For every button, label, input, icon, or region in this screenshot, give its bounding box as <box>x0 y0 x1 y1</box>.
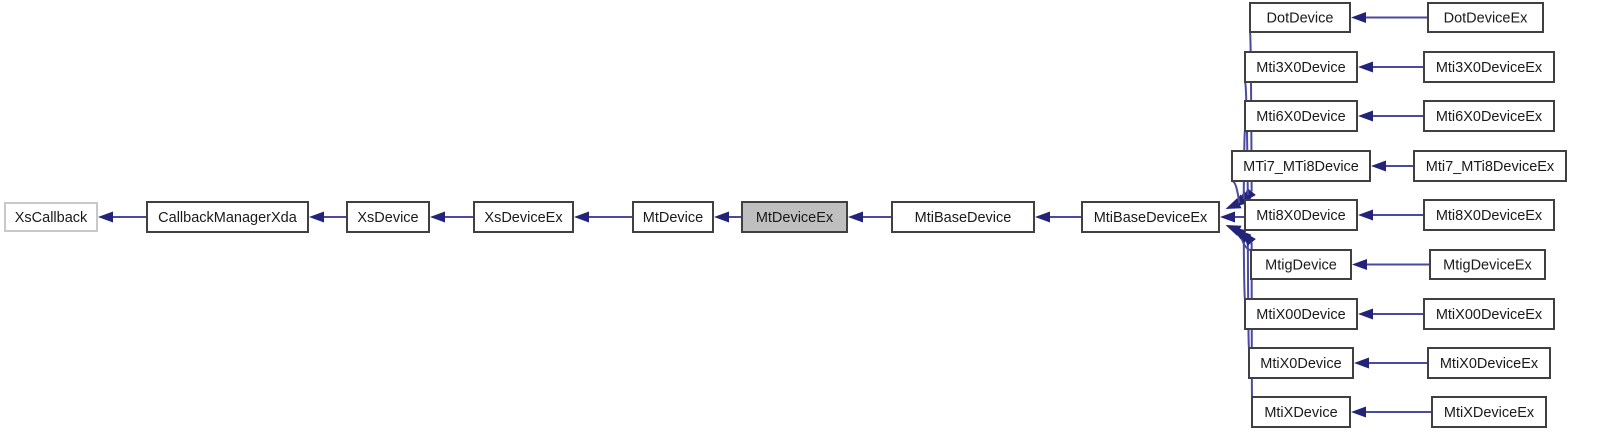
class-node-box[interactable] <box>1248 347 1354 379</box>
inheritance-arrowhead <box>1358 209 1373 221</box>
class-node-mtibasedeviceex[interactable]: MtiBaseDeviceEx <box>1081 201 1220 233</box>
class-node-mti6x0deviceex[interactable]: Mti6X0DeviceEx <box>1423 100 1555 132</box>
class-node-box[interactable] <box>1429 249 1546 280</box>
class-node-box[interactable] <box>1423 100 1555 132</box>
class-node-xscallback[interactable]: XsCallback <box>4 202 98 232</box>
class-node-mti7_mti8deviceex[interactable]: Mti7_MTi8DeviceEx <box>1413 150 1567 182</box>
class-node-box[interactable] <box>1427 2 1544 33</box>
class-node-dotdevice[interactable]: DotDevice <box>1249 2 1351 33</box>
class-node-callbackmanagerxda[interactable]: CallbackManagerXda <box>146 201 309 233</box>
inheritance-arrowhead <box>1242 231 1256 247</box>
class-node-box[interactable] <box>1423 199 1555 231</box>
class-node-box[interactable] <box>1423 51 1555 83</box>
class-node-box[interactable] <box>1244 298 1358 330</box>
inheritance-arrowhead <box>1035 211 1050 223</box>
inheritance-arrowhead <box>309 211 324 223</box>
class-node-box[interactable] <box>1251 396 1351 428</box>
class-node-dotdeviceex[interactable]: DotDeviceEx <box>1427 2 1544 33</box>
inheritance-arrowhead <box>1352 259 1367 270</box>
class-node-box[interactable] <box>1427 347 1551 379</box>
nodes-layer: XsCallback CallbackManagerXda XsDevice XsDe… <box>4 2 1567 428</box>
class-node-box[interactable] <box>1413 150 1567 182</box>
class-node-mtix0deviceex[interactable]: MtiX0DeviceEx <box>1427 347 1551 379</box>
class-node-mti3x0deviceex[interactable]: Mti3X0DeviceEx <box>1423 51 1555 83</box>
class-node-box[interactable] <box>1244 199 1358 231</box>
class-node-mtigdeviceex[interactable]: MtigDeviceEx <box>1429 249 1546 280</box>
class-node-box[interactable] <box>1249 2 1351 33</box>
inheritance-arrowhead <box>574 211 589 223</box>
class-node-mtix00device[interactable]: MtiX00Device <box>1244 298 1358 330</box>
class-node-box[interactable] <box>741 201 848 233</box>
class-node-box[interactable] <box>473 201 574 233</box>
class-node-mti3x0device[interactable]: Mti3X0Device <box>1244 51 1358 83</box>
inheritance-arrowhead <box>1351 406 1366 418</box>
inheritance-edge-curved <box>1246 238 1250 349</box>
class-node-mtix00deviceex[interactable]: MtiX00DeviceEx <box>1423 298 1555 330</box>
class-node-box[interactable] <box>346 201 430 233</box>
class-node-mti8x0deviceex[interactable]: Mti8X0DeviceEx <box>1423 199 1555 231</box>
inheritance-arrowhead <box>848 211 863 223</box>
class-node-box[interactable] <box>1423 298 1555 330</box>
class-node-mtixdeviceex[interactable]: MtiXDeviceEx <box>1431 396 1547 428</box>
class-node-box[interactable] <box>1244 100 1358 132</box>
inheritance-arrowhead <box>1371 160 1386 172</box>
inheritance-arrowhead <box>1354 357 1369 369</box>
class-node-box[interactable] <box>1081 201 1220 233</box>
class-node-box[interactable] <box>1231 150 1371 182</box>
class-node-mtix0device[interactable]: MtiX0Device <box>1248 347 1354 379</box>
class-node-box[interactable] <box>1250 249 1352 280</box>
class-node-box[interactable] <box>1431 396 1547 428</box>
class-node-mtigdevice[interactable]: MtigDevice <box>1250 249 1352 280</box>
class-node-box[interactable] <box>1244 51 1358 83</box>
class-node-mti7_mti8device[interactable]: MTi7_MTi8Device <box>1231 150 1371 182</box>
class-node-mtdeviceex[interactable]: MtDeviceEx <box>741 201 848 233</box>
class-node-xsdevice[interactable]: XsDevice <box>346 201 430 233</box>
inheritance-arrowhead <box>1225 198 1242 209</box>
inheritance-arrowhead <box>1358 61 1373 73</box>
class-node-box[interactable] <box>4 202 98 232</box>
inheritance-arrowhead <box>714 211 729 223</box>
class-node-box[interactable] <box>891 201 1035 233</box>
class-node-mti8x0device[interactable]: Mti8X0Device <box>1244 199 1358 231</box>
edges-layer <box>98 12 1432 418</box>
inheritance-arrowhead <box>1358 110 1373 122</box>
inheritance-arrowhead <box>1220 211 1235 223</box>
inheritance-arrowhead <box>1351 12 1366 23</box>
inheritance-arrowhead <box>98 211 113 223</box>
inheritance-arrowhead <box>430 211 445 223</box>
class-node-box[interactable] <box>146 201 309 233</box>
class-node-mtdevice[interactable]: MtDevice <box>632 201 714 233</box>
class-node-mti6x0device[interactable]: Mti6X0Device <box>1244 100 1358 132</box>
class-node-mtixdevice[interactable]: MtiXDevice <box>1251 396 1351 428</box>
class-node-xsdeviceex[interactable]: XsDeviceEx <box>473 201 574 233</box>
class-node-mtibasedevice[interactable]: MtiBaseDevice <box>891 201 1035 233</box>
class-node-box[interactable] <box>632 201 714 233</box>
inheritance-arrowhead <box>1358 308 1373 320</box>
